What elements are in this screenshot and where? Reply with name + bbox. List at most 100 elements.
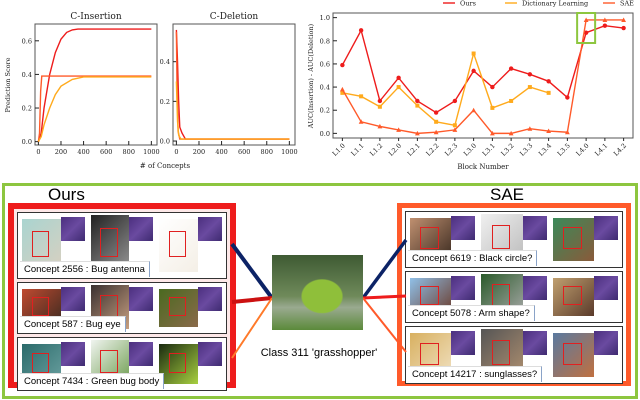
region-box: [168, 230, 187, 258]
link-ours-3: [231, 297, 273, 359]
data-point-dl: [415, 103, 420, 108]
region-box: [420, 342, 439, 365]
y-tick-label: 0.2: [22, 105, 32, 113]
x-tick-label: 200: [55, 148, 67, 156]
concept-example-image: [552, 218, 594, 261]
data-point-sae: [508, 130, 514, 136]
region-box: [31, 297, 50, 317]
attribution-heatmap: [60, 217, 85, 241]
x-tick-label: 400: [215, 148, 227, 156]
data-point-ours: [565, 95, 570, 100]
data-point-sae: [489, 130, 495, 136]
x-tick-label: 1000: [143, 148, 160, 156]
region-box: [420, 227, 439, 249]
link-sae-3: [362, 297, 407, 353]
concept-example-image: [159, 219, 198, 272]
attribution-heatmap: [522, 276, 547, 300]
x-tick-label: 600: [100, 148, 112, 156]
data-point-dl: [546, 90, 551, 95]
data-point-ours: [452, 98, 458, 104]
data-point-ours: [358, 28, 364, 33]
y-tick-label: 0.4: [320, 84, 330, 92]
attribution-heatmap: [198, 287, 222, 311]
data-point-ours: [546, 79, 551, 84]
y-tick-label: 0.2: [160, 98, 170, 106]
y-tick-label: 0.0: [22, 138, 32, 146]
data-point-ours: [508, 66, 514, 71]
x-tick-label: 1000: [281, 148, 298, 156]
plot-frame: [172, 23, 296, 146]
data-point-sae: [452, 127, 458, 132]
data-point-sae: [602, 17, 608, 22]
chart-title: C-Insertion: [70, 12, 121, 22]
y-axis-label: Prediction Score: [4, 57, 12, 112]
grasshopper-image: [272, 255, 363, 330]
region-box: [562, 342, 582, 365]
x-tick-label: 800: [261, 148, 273, 156]
data-point-sae: [414, 130, 420, 136]
data-point-dl: [471, 51, 476, 56]
link-sae-1: [361, 238, 408, 300]
data-point-sae: [621, 17, 627, 22]
plot-frame: [332, 12, 634, 139]
ours-title: Ours: [48, 185, 85, 204]
data-point-sae: [583, 17, 589, 22]
data-point-sae: [339, 86, 345, 92]
data-point-sae: [377, 123, 383, 129]
concept-label: Concept 6619 : Black circle?: [408, 250, 538, 266]
concept-row: Concept 6619 : Black circle?: [405, 211, 623, 268]
chart-title: C-Deletion: [210, 12, 259, 22]
region-box: [168, 297, 187, 317]
y-tick-label: 0.2: [320, 107, 330, 115]
concept-label: Concept 7434 : Green bug body: [20, 373, 165, 389]
data-point-ours: [396, 75, 401, 81]
concept-row: Concept 587 : Bug eye: [17, 282, 227, 334]
highlight-box: [576, 12, 597, 44]
attribution-heatmap: [594, 331, 618, 355]
concept-label: Concept 587 : Bug eye: [20, 316, 126, 332]
concept-label: Concept 2556 : Bug antenna: [20, 261, 150, 277]
x-tick-label: 0: [36, 148, 40, 156]
attribution-heatmap: [594, 216, 618, 240]
region-box: [491, 224, 511, 250]
data-point-ours: [527, 72, 533, 77]
data-point-dl: [509, 98, 514, 103]
data-point-dl: [340, 90, 345, 95]
region-box: [168, 352, 187, 373]
data-point-ours: [377, 98, 383, 104]
region-box: [31, 230, 50, 258]
data-point-sae: [527, 126, 533, 131]
attribution-heatmap: [522, 331, 547, 355]
concept-row: Concept 2556 : Bug antenna: [17, 212, 227, 279]
data-point-ours: [471, 68, 476, 74]
concept-row: Concept 7434 : Green bug body: [17, 337, 227, 391]
x-tick-label: 600: [238, 148, 250, 156]
y-tick-label: 0.8: [320, 37, 330, 45]
attribution-heatmap: [198, 217, 222, 241]
link-ours-2: [231, 296, 273, 304]
legend-label-sae: SAE: [620, 0, 634, 8]
concept-row: Concept 14217 : sunglasses?: [405, 326, 623, 384]
x-tick-label: 0: [174, 148, 178, 156]
series-line-sae: [341, 19, 624, 135]
data-point-sae: [546, 128, 552, 134]
data-point-ours: [602, 23, 608, 28]
attribution-heatmap: [129, 217, 154, 241]
region-box: [562, 227, 582, 249]
plot-frame: [34, 23, 158, 146]
concept-label: Concept 14217 : sunglasses?: [408, 366, 543, 382]
region-box: [562, 286, 582, 306]
data-point-ours: [415, 98, 420, 104]
data-point-ours: [583, 30, 589, 35]
x-tick-label: 400: [77, 148, 89, 156]
data-point-sae: [358, 119, 364, 124]
concept-label: Concept 5078 : Arm shape?: [408, 305, 535, 321]
attribution-heatmap: [451, 276, 476, 300]
data-point-ours: [621, 25, 626, 31]
data-point-dl: [396, 85, 401, 90]
series-line-dl: [175, 81, 290, 140]
region-box: [420, 286, 439, 306]
x-tick-label: 800: [123, 148, 135, 156]
